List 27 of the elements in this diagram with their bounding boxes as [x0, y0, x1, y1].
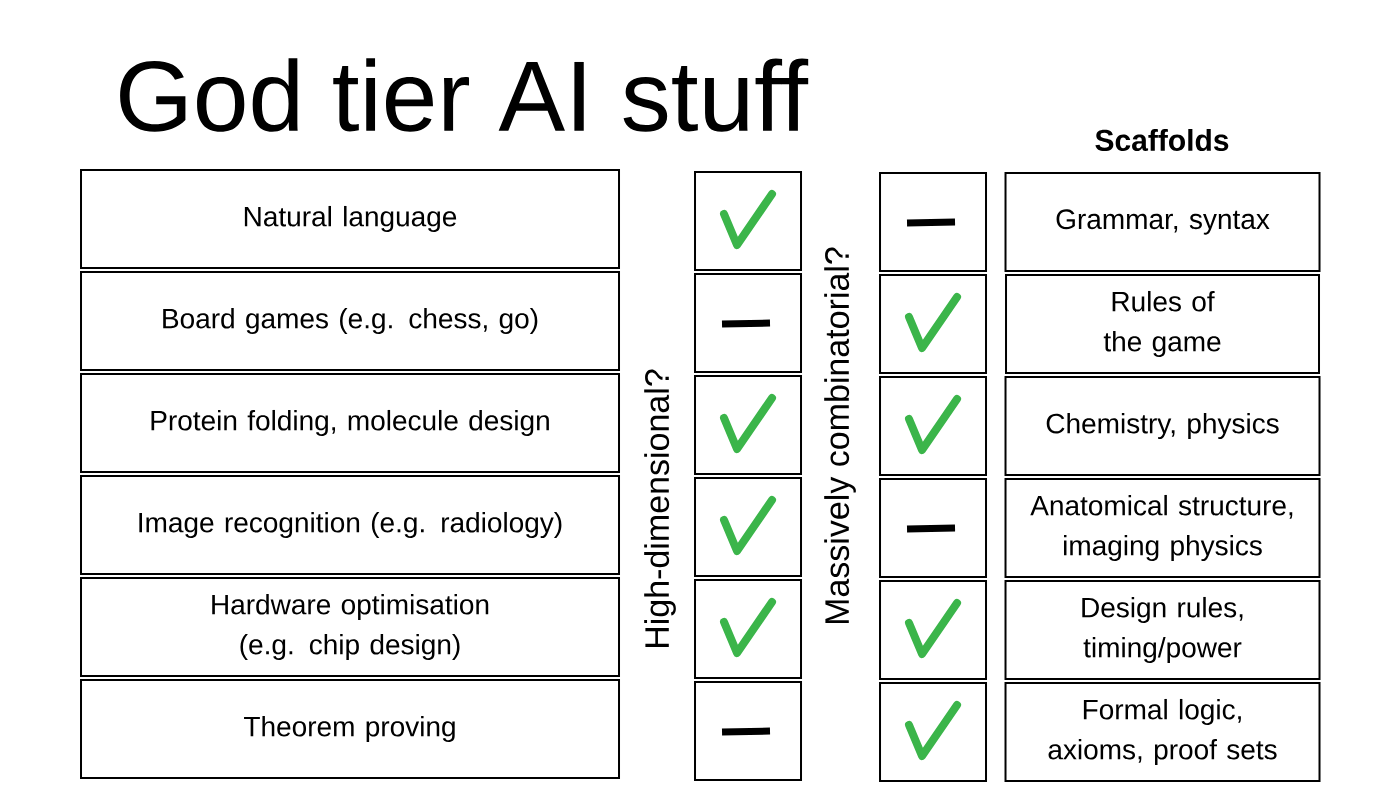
text-box: Natural language [80, 169, 620, 269]
checkmark-box [879, 580, 987, 680]
text-box: Protein folding, molecule design [80, 373, 620, 473]
title: God tier AI stuff [120, 58, 809, 132]
text-box: Anatomical structure, imaging physics [1004, 478, 1321, 578]
dash-box [879, 478, 987, 578]
dash-box [694, 681, 802, 781]
checkmark-box [694, 477, 802, 577]
checkmark-box [879, 376, 987, 476]
column-question: Massively combinatorial? [824, 247, 856, 624]
checkmark-box [694, 579, 802, 679]
text-box: Hardware optimisation (e.g. chip design) [80, 577, 620, 677]
checkmark-box [694, 171, 802, 271]
text-box: Image recognition (e.g. radiology) [80, 475, 620, 575]
checkmark-box [694, 375, 802, 475]
checkmark-box [879, 274, 987, 374]
dash-box [879, 172, 987, 272]
text-box: Design rules, timing/power [1004, 580, 1321, 680]
dash-box [694, 273, 802, 373]
text-box: Theorem proving [80, 679, 620, 779]
column-question: High-dimensional? [644, 369, 676, 647]
text-box: Chemistry, physics [1004, 376, 1321, 476]
checkmark-box [879, 682, 987, 782]
text-box: Formal logic, axioms, proof sets [1004, 682, 1321, 782]
text-box: Board games (e.g. chess, go) [80, 271, 620, 371]
text-box: Rules of the game [1005, 274, 1320, 374]
text-box: Grammar, syntax [1004, 172, 1321, 272]
